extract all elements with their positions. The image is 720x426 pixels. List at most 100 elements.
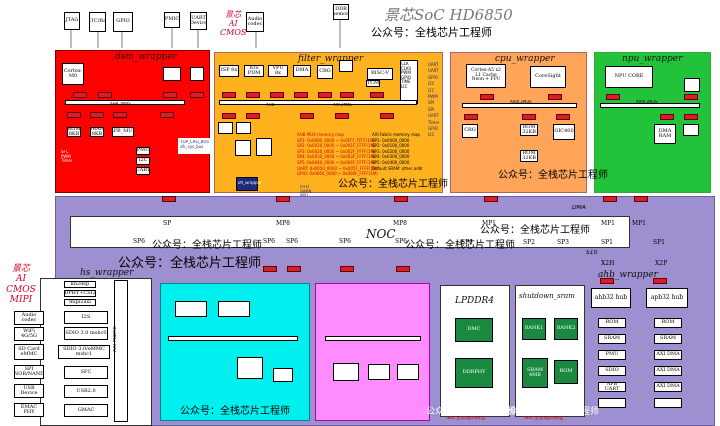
gpio-box: GPIO [113, 12, 133, 32]
ahb-right-0: ROM [654, 318, 682, 328]
port-sp2: SP2 [523, 239, 535, 246]
channel-note-1: SoC全流程训练营 [446, 416, 486, 421]
rtc-box: RTC/Bat [89, 12, 106, 32]
cpu-slave-2 [548, 94, 562, 100]
dsm-slave-port-5 [67, 112, 81, 118]
hs-ctrl-i2s: I2S [64, 311, 108, 324]
magenta-subsystem [315, 283, 430, 421]
ahb-right-2: AXI DMA [654, 350, 682, 360]
port-sp1: SP1 [461, 239, 473, 246]
jtag-box: JTAG [64, 12, 80, 30]
watermark-big: 公众号：全栈芯片工程师 [118, 256, 262, 271]
watermark-1: 公众号：全栈芯片工程师 [498, 170, 608, 181]
port-sp6-c: SP6 [286, 238, 298, 245]
watermark-4: 公众号：全栈芯片工程师 [405, 240, 515, 251]
cpu-ram-box: ROM 32KB [520, 150, 538, 162]
shutdown-bank1: BANK1 [522, 318, 546, 340]
filter-axi-bus [219, 100, 417, 105]
dsm-side-note: SFC PWM Timer [61, 150, 73, 164]
filter-axi-label: AXI 2M4S [333, 103, 353, 107]
dsm-gpio-box [163, 67, 181, 81]
noc-bar [70, 216, 630, 248]
hs-ctrl-gmac: GMAC [64, 404, 108, 417]
ahb-left-5 [598, 398, 626, 408]
ai-label-3: CMOS [220, 28, 247, 38]
port-sp6-a: SP6 [133, 238, 145, 245]
dsm-navy-note [178, 138, 212, 154]
ai-label-2: AI [228, 19, 238, 29]
dsm-uart-box: UART [136, 167, 150, 175]
lpddr-label: LPDDR4 [455, 296, 494, 306]
cpu-axi-label: AXI4 2M3S [510, 100, 532, 104]
port-x2h: X2H [601, 260, 615, 267]
filter-slave-3 [270, 92, 284, 98]
npu-dma-box: DMA RAM [654, 124, 676, 144]
watermark-cyan: 公众号：全栈芯片工程师 [180, 406, 290, 417]
ddr-memory-box: DDR memory [333, 4, 349, 20]
npu-right-box [684, 78, 700, 92]
npu-slave-3 [660, 114, 674, 120]
filter-crg-box: CRG [317, 65, 333, 79]
npu-core-box: NPU CORE [605, 66, 653, 88]
dsm-pmu-box: PMU [136, 147, 150, 155]
port-sp: SP [163, 220, 172, 227]
port-mp8b: MP8 [393, 220, 407, 227]
ahb-wrapper-label: ahb_wrapper [598, 270, 658, 280]
noc-top-port-2 [276, 196, 290, 202]
filter-slave-8 [222, 113, 236, 119]
noc-top-port-6 [634, 196, 648, 202]
cpu-core-box: Cortex-A5 x2 L1 Cache Neon + FPU [466, 64, 506, 88]
hs-ctrl-sdio0: SDIO 3.0 mshc0 [64, 327, 108, 340]
lpddr-wrapper [440, 285, 510, 417]
magenta-box-3 [397, 364, 419, 380]
noc-low-port-4 [396, 266, 410, 272]
noc-top-port-1 [162, 196, 176, 202]
filter-ahb-label: AHB [266, 103, 275, 107]
filter-slave-4 [294, 92, 308, 98]
ai-label-1: 景芯 [225, 10, 242, 19]
ahb-left-0: ROM [598, 318, 626, 328]
side-ai-label: 景芯 AI CMOS MIPI [6, 264, 36, 305]
filter-riscv-box: RISC-V [367, 68, 393, 80]
side-label-4: MIPI [9, 295, 33, 306]
magenta-box-2 [368, 364, 390, 380]
ahb-hub-2: apb32 hub [646, 288, 688, 308]
cpu-slave-3 [464, 114, 478, 120]
watermark-5: 公众号：全栈芯片工程师 [480, 225, 590, 236]
dsm-sram-box: SRAM 8KB [90, 127, 104, 137]
filter-sub-3 [256, 138, 272, 156]
hs-ext-sd: SD Card eMMC [14, 344, 44, 360]
cyan-bus [168, 336, 298, 341]
dsm-slave-port-6 [90, 112, 104, 118]
noc-low-port-2 [287, 266, 301, 272]
hs-top-3: mipi2axi [64, 299, 96, 306]
cpu-coresight-box: CoreSight [530, 66, 566, 88]
hs-ext-spi: SPI NOR/NAND [14, 365, 44, 379]
filter-tcm-box: TCM [366, 80, 380, 87]
filter-slave-2 [246, 92, 260, 98]
dsm-ahb-label: AHB 2M4S [110, 102, 131, 106]
cyan-box-3 [237, 357, 263, 379]
pmic-box: PMIC [164, 12, 180, 28]
hs-axi-matrix [114, 280, 128, 422]
port-mp1: MP1 [482, 220, 496, 227]
hs-ctrl-sfc: SFC [64, 366, 108, 379]
filter-ios-box: IOS PDM [244, 65, 264, 77]
watermark-2: 公众号：全栈芯片工程师 [338, 179, 448, 190]
port-sp6-e: SP6 [395, 238, 407, 245]
cpu-slave-5 [556, 114, 570, 120]
hs-top-1: kb2dsp [64, 281, 96, 288]
watermark-lpddr-1: 公众号： [448, 397, 485, 407]
port-mp1b: MP1 [601, 220, 615, 227]
hs-ext-emac: EMAC PHY [14, 403, 44, 417]
dsm-slave-port-7 [113, 112, 127, 118]
cpu-wrapper-label: cpu_wrapper [495, 54, 555, 64]
filter-slave-12 [380, 113, 394, 119]
port-sp1c: SP1 [653, 239, 665, 246]
dsm-rom-box: ROM 8KB [67, 127, 81, 137]
shutdown-label: shutdown_sram [519, 292, 575, 300]
uart-device-box: UART Device [190, 12, 207, 30]
shutdown-bank2: BANK2 [554, 318, 578, 340]
port-mp8: MP8 [276, 220, 290, 227]
